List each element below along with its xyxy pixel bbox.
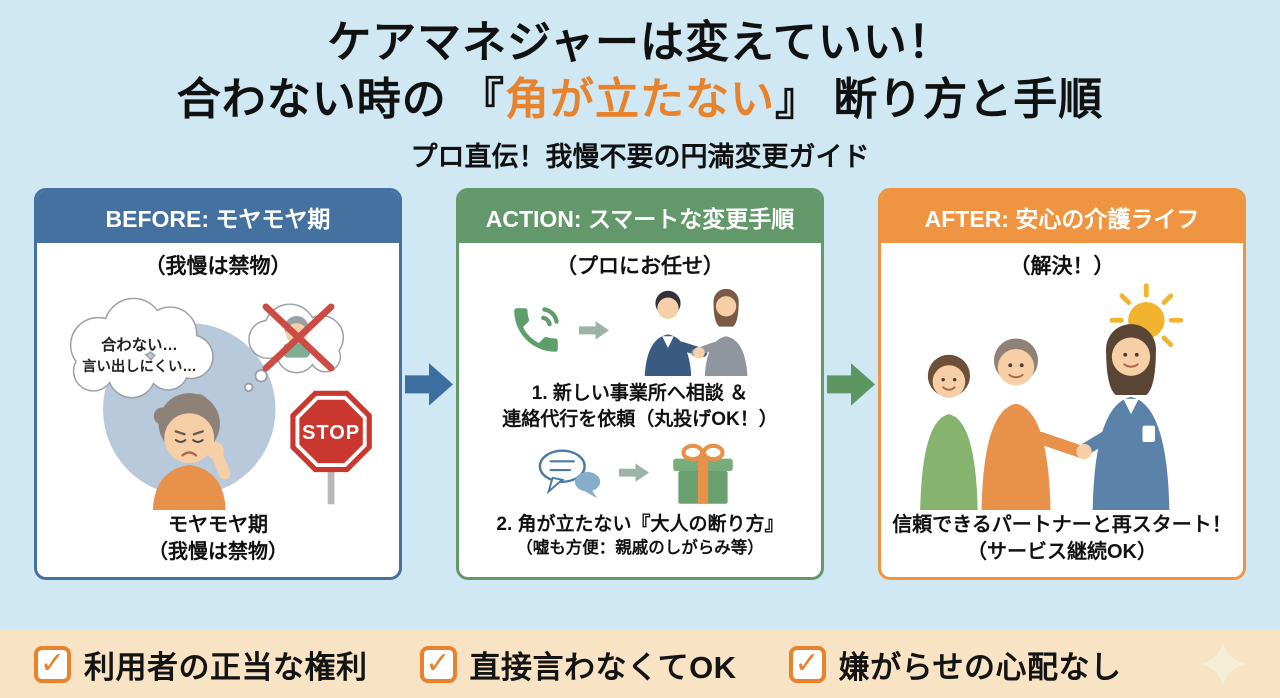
benefit-label: 直接言わなくてOK	[469, 649, 737, 685]
title-line1: ケアマネジャーは変えていい！	[327, 18, 953, 67]
action-step1-line2: 連絡代行を依頼（丸投げOK！）	[502, 409, 778, 431]
small-arrow-icon	[619, 463, 649, 482]
panel-before-subheader: （我慢は禁物）	[144, 255, 292, 279]
phone-icon	[514, 307, 559, 353]
before-caption-line2: （我慢は禁物）	[148, 541, 288, 564]
before-illustration: 合わない… 言い出しにくい…	[69, 298, 372, 511]
speech-bubbles-icon	[538, 449, 601, 498]
handshake-hands	[693, 347, 705, 359]
handshake-hands	[1076, 444, 1092, 460]
family-woman-figure	[920, 355, 978, 511]
check-icon: ✓	[425, 647, 451, 680]
benefit-item-no-direct-talk: ✓ 直接言わなくてOK	[419, 642, 737, 687]
sparkle-icon	[1200, 641, 1246, 687]
title-line2: 合わない時の 『角が立たない』 断り方と手順	[0, 71, 1280, 128]
action-step2-text: 2. 角が立たない『大人の断り方』 （嘘も方便：親戚のしがらみ等）	[496, 512, 783, 560]
handshake-businesspeople-illustration	[644, 289, 748, 377]
check-icon: ✓	[39, 647, 66, 680]
flow-arrow-action-to-after	[827, 363, 875, 406]
benefit-label: 利用者の正当な権利	[84, 649, 368, 685]
benefits-bar: ✓ 利用者の正当な権利 ✓ 直接言わなくてOK ✓ 嫌がらせの心配なし	[0, 630, 1280, 698]
action-step1-text: 1. 新しい事業所へ相談 ＆ 連絡代行を依頼（丸投げOK！）	[502, 381, 778, 432]
panel-after: AFTER: 安心の介護ライフ （解決！）	[878, 188, 1246, 581]
benefit-label: 嫌がらせの心配なし	[838, 649, 1122, 685]
stop-sign-icon: STOP	[290, 391, 372, 505]
panel-action: ACTION: スマートな変更手順 （プロにお任せ）	[456, 188, 824, 581]
subtitle: プロ直伝！我慢不要の円満変更ガイド	[410, 142, 870, 173]
panel-after-body: （解決！）	[881, 243, 1243, 577]
caremanager-figure	[1076, 324, 1170, 511]
panel-before: BEFORE: モヤモヤ期 （我慢は禁物）	[34, 188, 402, 581]
checkbox-icon: ✓	[788, 645, 826, 683]
benefit-item-rights: ✓ 利用者の正当な権利	[34, 642, 368, 687]
businesswoman-figure	[691, 289, 748, 377]
thought-text-line2: 言い出しにくい…	[82, 357, 197, 375]
panel-action-subheader: （プロにお任せ）	[556, 255, 724, 279]
after-caption: 信頼できるパートナーと再スタート！ （サービス継続OK）	[892, 512, 1232, 566]
action-step2-line1: 2. 角が立たない『大人の断り方』	[496, 513, 784, 535]
thought-bubble: 合わない… 言い出しにくい…	[69, 298, 217, 424]
title-line2-post: 断り方と手順	[833, 75, 1104, 125]
businessman-figure	[644, 291, 708, 377]
stop-sign-label: STOP	[302, 422, 360, 444]
panel-action-body: （プロにお任せ）	[459, 243, 821, 577]
panel-after-header: AFTER: 安心の介護ライフ	[881, 191, 1243, 244]
rejected-caremanager-bubble	[243, 303, 345, 393]
title-line2-pre: 合わない時の	[176, 75, 447, 125]
action-step1-line1: 1. 新しい事業所へ相談 ＆	[531, 383, 749, 405]
checkbox-icon: ✓	[34, 645, 71, 683]
checkbox-icon: ✓	[419, 645, 457, 683]
red-cross-icon	[262, 303, 335, 372]
after-illustration	[920, 283, 1184, 511]
thought-text-line1: 合わない…	[100, 336, 178, 354]
id-badge	[1142, 426, 1155, 443]
after-caption-line1: 信頼できるパートナーと再スタート！	[892, 514, 1232, 537]
header: ケアマネジャーは変えていい！ 合わない時の 『角が立たない』 断り方と手順 プロ…	[0, 0, 1280, 174]
gift-icon	[673, 443, 733, 504]
before-caption: モヤモヤ期 （我慢は禁物）	[148, 512, 288, 566]
action-step2-graphics	[537, 439, 743, 507]
flow-row: BEFORE: モヤモヤ期 （我慢は禁物）	[0, 188, 1280, 581]
panel-after-subheader: （解決！）	[1009, 255, 1115, 279]
flow-arrow-before-to-action	[405, 363, 453, 406]
panel-action-header: ACTION: スマートな変更手順	[459, 191, 821, 244]
action-step1-graphics	[507, 284, 773, 377]
before-caption-line1: モヤモヤ期	[168, 514, 268, 537]
title-line2-close-bracket: 』	[775, 75, 820, 125]
title-line2-open-bracket: 『	[460, 75, 505, 125]
family-man-figure	[981, 338, 1090, 511]
after-caption-line2: （サービス継続OK）	[966, 541, 1157, 564]
action-step2-line2: （嘘も方便：親戚のしがらみ等）	[516, 539, 764, 558]
benefit-item-no-harassment: ✓ 嫌がらせの心配なし	[788, 642, 1122, 687]
worried-person	[152, 393, 231, 511]
check-icon: ✓	[794, 647, 820, 680]
title-line2-highlight: 角が立たない	[505, 75, 775, 125]
panel-before-header: BEFORE: モヤモヤ期	[37, 191, 399, 244]
small-arrow-icon	[579, 321, 609, 340]
panel-before-body: （我慢は禁物）	[37, 243, 399, 577]
